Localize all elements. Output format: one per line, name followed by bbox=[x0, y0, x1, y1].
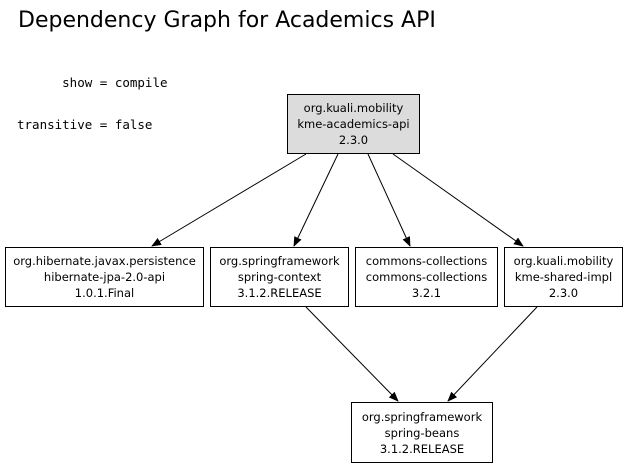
edge-root-commons bbox=[367, 153, 411, 247]
node-version: 1.0.1.Final bbox=[74, 286, 135, 300]
node-spring-beans: org.springframework spring-beans 3.1.2.R… bbox=[351, 402, 493, 463]
edge-shared-spring-beans bbox=[447, 306, 538, 402]
edge-root-hibernate bbox=[151, 153, 307, 247]
node-group: commons-collections bbox=[365, 254, 488, 268]
node-group: org.springframework bbox=[219, 254, 340, 268]
node-artifact: commons-collections bbox=[365, 270, 488, 284]
graph-settings: show = compile transitive = false bbox=[17, 48, 168, 146]
node-group: org.hibernate.javax.persistence bbox=[13, 254, 196, 268]
node-group: org.kuali.mobility bbox=[513, 254, 614, 268]
node-version: 2.3.0 bbox=[338, 133, 369, 147]
node-commons-collections: commons-collections commons-collections … bbox=[355, 247, 498, 307]
node-version: 3.2.1 bbox=[411, 286, 442, 300]
node-artifact: spring-context bbox=[237, 270, 322, 284]
node-group: org.springframework bbox=[361, 409, 483, 424]
node-artifact: hibernate-jpa-2.0-api bbox=[43, 270, 166, 284]
node-spring-context: org.springframework spring-context 3.1.2… bbox=[210, 247, 349, 307]
node-kme-shared-impl: org.kuali.mobility kme-shared-impl 2.3.0 bbox=[504, 247, 623, 307]
edge-root-shared bbox=[392, 153, 524, 247]
node-artifact: kme-shared-impl bbox=[514, 270, 613, 284]
transitive-setting: transitive = false bbox=[17, 117, 153, 132]
node-version: 2.3.0 bbox=[548, 286, 579, 300]
node-version: 3.1.2.RELEASE bbox=[379, 441, 465, 456]
node-artifact: spring-beans bbox=[384, 425, 460, 440]
show-setting: show = compile bbox=[17, 75, 168, 90]
edge-spring-context-spring-beans bbox=[305, 306, 399, 402]
node-group: org.kuali.mobility bbox=[303, 101, 404, 115]
node-artifact: kme-academics-api bbox=[297, 117, 410, 131]
edge-root-spring-context bbox=[293, 153, 339, 247]
page-title: Dependency Graph for Academics API bbox=[18, 8, 436, 33]
node-kme-academics-api: org.kuali.mobility kme-academics-api 2.3… bbox=[287, 94, 420, 154]
node-hibernate-jpa: org.hibernate.javax.persistence hibernat… bbox=[5, 247, 204, 307]
node-version: 3.1.2.RELEASE bbox=[237, 286, 322, 300]
